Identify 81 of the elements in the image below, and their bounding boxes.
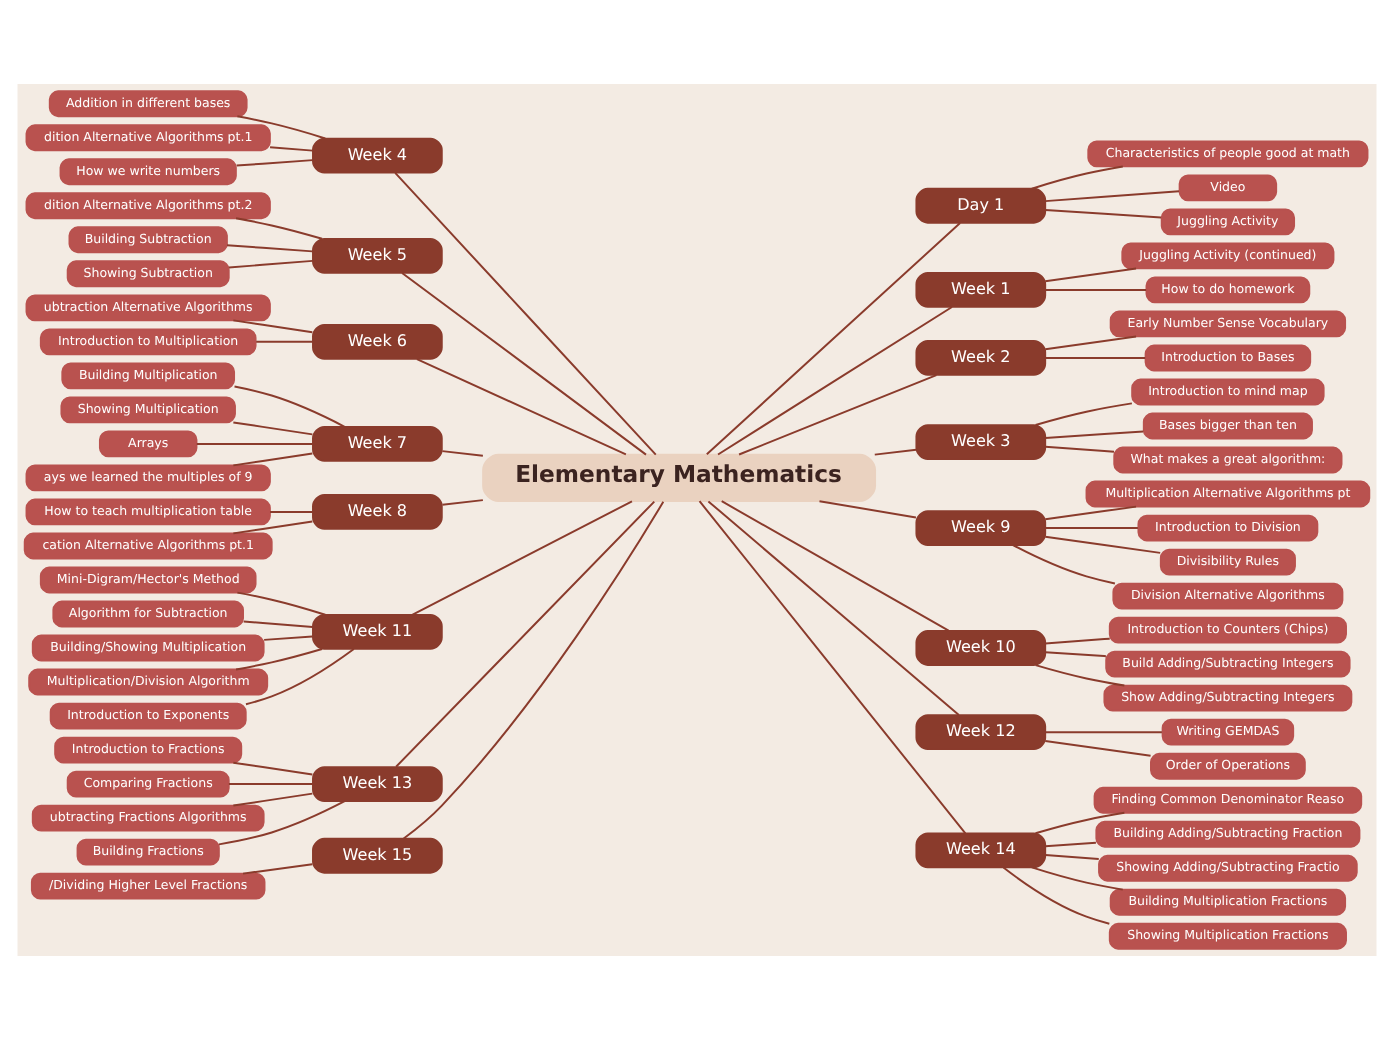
connector — [227, 783, 314, 786]
connector — [226, 244, 314, 253]
connector — [1044, 445, 1115, 453]
connector — [269, 510, 314, 513]
connector — [242, 863, 314, 875]
node-box: Week 3 — [915, 424, 1047, 460]
node-box: Elementary Mathematics — [482, 453, 877, 503]
node-box: Week 4 — [312, 137, 443, 174]
connector — [232, 319, 314, 334]
connector — [1034, 811, 1126, 835]
connector — [705, 222, 962, 456]
connector — [232, 792, 314, 807]
node-box: Week 14 — [915, 832, 1047, 869]
connector — [218, 800, 346, 846]
connector — [263, 635, 314, 641]
connector — [415, 358, 627, 456]
connector — [720, 500, 950, 632]
connector — [873, 448, 918, 456]
node-box: Week 5 — [312, 238, 443, 274]
connector — [1030, 165, 1124, 190]
connector — [195, 442, 314, 445]
connector — [1044, 190, 1180, 203]
connector — [717, 305, 953, 456]
connector — [1044, 731, 1163, 734]
connector — [1044, 637, 1111, 645]
connector — [1044, 841, 1097, 848]
node-box: Week 11 — [312, 614, 443, 650]
connector — [1044, 505, 1138, 521]
connector — [1044, 535, 1162, 554]
connector — [1002, 866, 1111, 925]
connector — [1034, 664, 1126, 687]
connector — [232, 761, 314, 776]
node-box: Day 1 — [915, 187, 1047, 224]
connector — [232, 421, 314, 436]
connector — [1044, 854, 1100, 860]
node-box: Week 10 — [915, 630, 1047, 666]
connector — [236, 115, 327, 140]
connector — [232, 452, 314, 467]
connector — [233, 385, 346, 428]
connector — [1044, 356, 1147, 359]
connector — [1044, 651, 1107, 658]
connector — [227, 259, 314, 269]
connector — [394, 171, 657, 456]
connector — [441, 499, 484, 506]
connector — [401, 271, 647, 456]
connector — [1044, 208, 1163, 219]
connector — [1012, 544, 1116, 585]
node-box: Week 9 — [915, 510, 1047, 546]
node-box: Week 7 — [312, 426, 443, 462]
connector — [441, 450, 484, 457]
node-box: Week 13 — [312, 766, 443, 802]
connector — [1044, 739, 1152, 757]
connector — [255, 340, 314, 343]
connector — [232, 520, 314, 535]
connector — [698, 500, 967, 835]
connector — [1044, 335, 1138, 351]
connector — [236, 591, 327, 616]
connector — [1034, 402, 1133, 426]
connector — [235, 159, 314, 167]
node-box: Week 6 — [312, 323, 443, 360]
connector — [1044, 267, 1138, 283]
connector — [1044, 430, 1145, 439]
connector — [707, 500, 960, 716]
node-box: Week 15 — [312, 837, 443, 874]
connector — [395, 500, 656, 768]
node-box: Week 1 — [915, 272, 1047, 308]
node-box: Week 2 — [915, 340, 1047, 376]
connector — [245, 648, 355, 706]
connector — [1044, 288, 1148, 291]
connector — [1030, 866, 1124, 891]
connector — [235, 217, 323, 240]
connector — [1044, 527, 1139, 530]
connector — [235, 648, 323, 671]
connector — [269, 146, 314, 152]
node-box: Week 8 — [312, 494, 443, 530]
connector — [242, 620, 314, 628]
connector — [818, 500, 917, 519]
node-box: Week 12 — [915, 714, 1047, 751]
connector — [738, 374, 938, 456]
connector — [402, 500, 665, 840]
connector — [411, 500, 633, 616]
